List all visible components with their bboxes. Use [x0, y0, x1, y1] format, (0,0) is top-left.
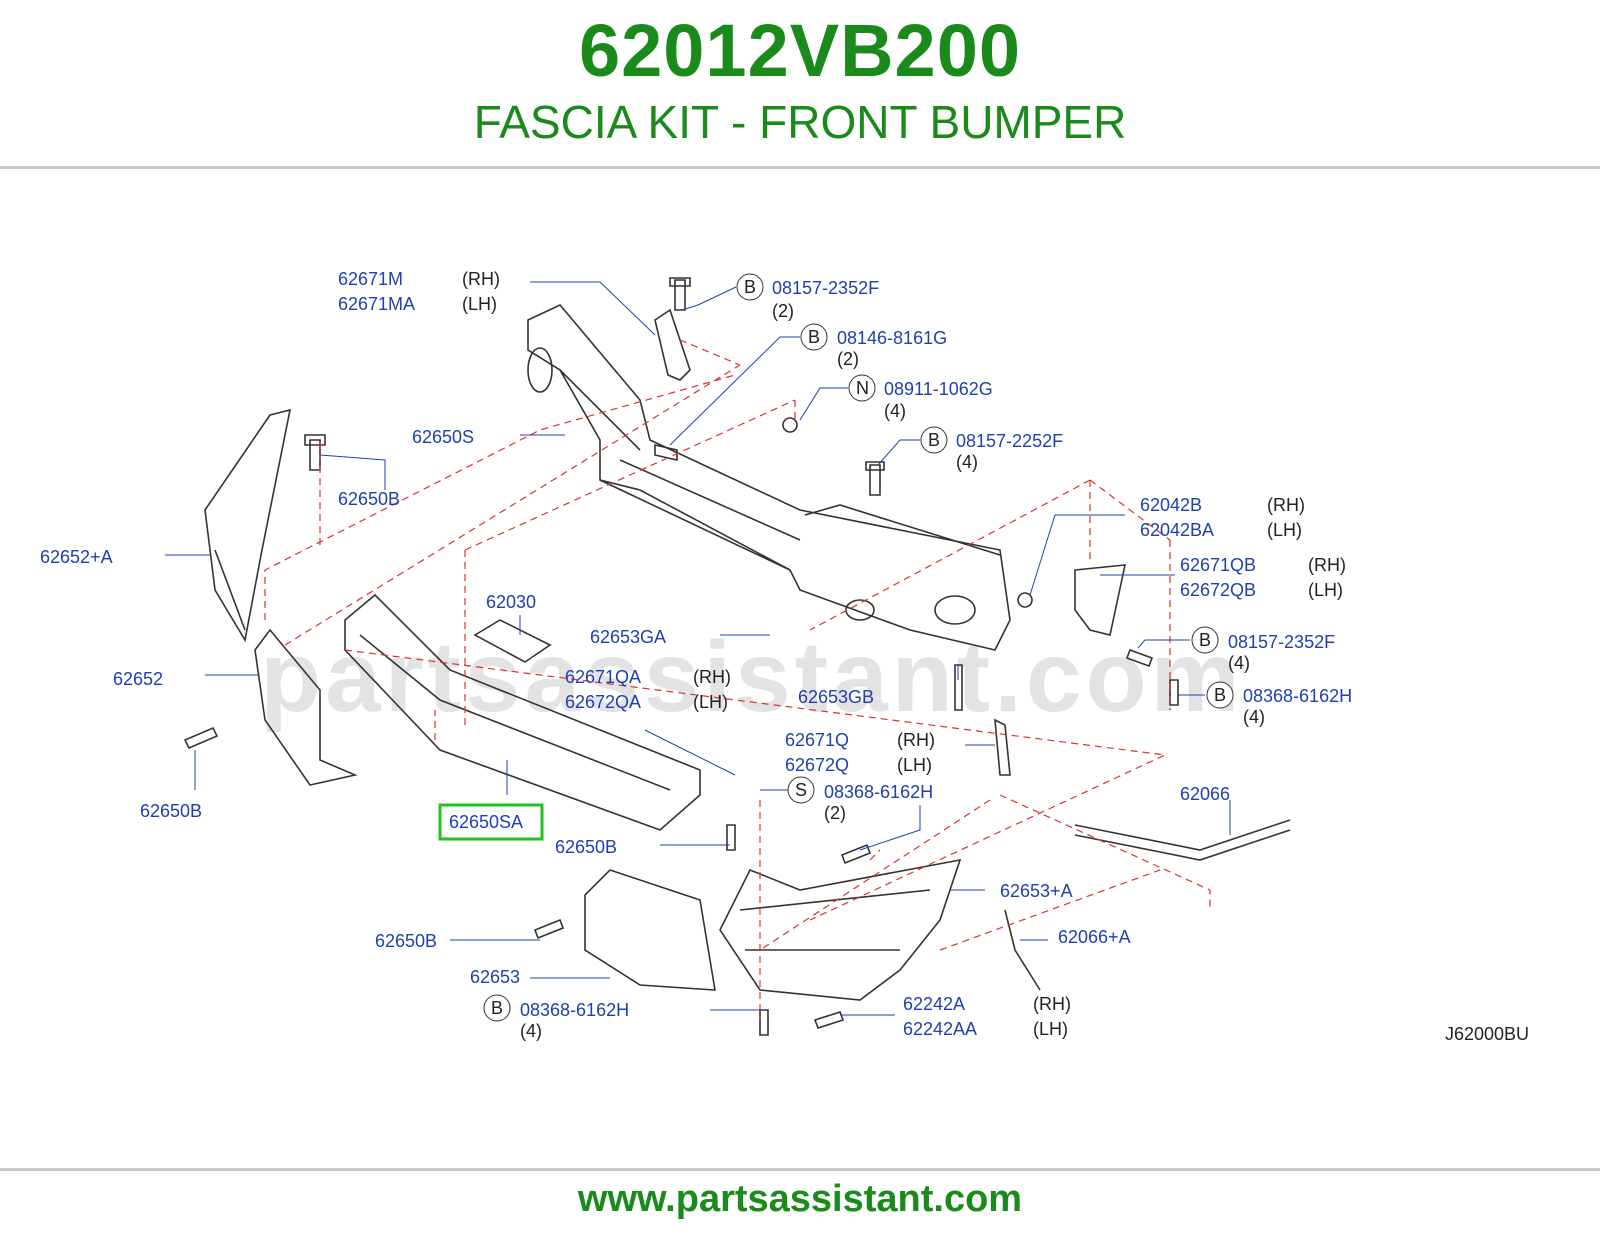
label-62066[interactable]: 62066	[1180, 784, 1230, 804]
label-62242A[interactable]: 62242A	[903, 994, 965, 1014]
label-62672Q[interactable]: 62672Q	[785, 755, 849, 775]
callout-letter: B	[808, 327, 820, 347]
label-lh: (LH)	[693, 692, 728, 712]
label-08146-8161G[interactable]: 08146-8161G	[837, 328, 947, 348]
assembly-guides	[264, 339, 1211, 1020]
label-rh: (RH)	[1267, 495, 1305, 515]
label-62671MA[interactable]: 62671MA	[338, 294, 415, 314]
label-lh: (LH)	[1308, 580, 1343, 600]
label-08157-2252F[interactable]: 08157-2252F	[956, 431, 1063, 451]
label-62242AA[interactable]: 62242AA	[903, 1019, 977, 1039]
quantity-label: (4)	[1243, 707, 1265, 727]
label-62653GB[interactable]: 62653GB	[798, 687, 874, 707]
label-62030[interactable]: 62030	[486, 592, 536, 612]
label-lh: (LH)	[1033, 1019, 1068, 1039]
label-62652-plus-a[interactable]: 62652+A	[40, 547, 113, 567]
highlight-box	[438, 803, 544, 841]
label-62671QA[interactable]: 62671QA	[565, 667, 641, 687]
callout-letter: B	[744, 277, 756, 297]
label-62066-plus-a[interactable]: 62066+A	[1058, 927, 1131, 947]
label-62042B[interactable]: 62042B	[1140, 495, 1202, 515]
callout-letter: B	[1199, 630, 1211, 650]
callout-letter: S	[795, 780, 807, 800]
label-62653[interactable]: 62653	[470, 967, 520, 987]
label-62650B[interactable]: 62650B	[555, 837, 617, 857]
label-rh: (RH)	[693, 667, 731, 687]
leader-lines	[165, 281, 1231, 1016]
label-62671QB[interactable]: 62671QB	[1180, 555, 1256, 575]
footer-divider	[0, 1168, 1600, 1171]
label-rh: (RH)	[897, 730, 935, 750]
label-08157-2352F[interactable]: 08157-2352F	[772, 278, 879, 298]
quantity-label: (4)	[520, 1021, 542, 1041]
label-lh: (LH)	[1267, 520, 1302, 540]
label-08157-2352F[interactable]: 08157-2352F	[1228, 632, 1335, 652]
header-divider	[0, 166, 1600, 169]
label-62672QB[interactable]: 62672QB	[1180, 580, 1256, 600]
label-62671Q[interactable]: 62671Q	[785, 730, 849, 750]
label-08368-6162H[interactable]: 08368-6162H	[824, 782, 933, 802]
callout-letter: B	[491, 998, 503, 1018]
label-lh: (LH)	[462, 294, 497, 314]
label-62671M[interactable]: 62671M	[338, 269, 403, 289]
label-62653-plus-a[interactable]: 62653+A	[1000, 881, 1073, 901]
label-62653GA[interactable]: 62653GA	[590, 627, 666, 647]
label-62650B[interactable]: 62650B	[375, 931, 437, 951]
quantity-label: (2)	[772, 301, 794, 321]
label-08368-6162H[interactable]: 08368-6162H	[1243, 686, 1352, 706]
label-rh: (RH)	[1308, 555, 1346, 575]
label-62650S[interactable]: 62650S	[412, 427, 474, 447]
label-rh: (RH)	[1033, 994, 1071, 1014]
part-drawings	[183, 277, 1291, 1036]
label-lh: (LH)	[897, 755, 932, 775]
footer-url[interactable]: www.partsassistant.com	[577, 1178, 1023, 1220]
label-08911-1062G[interactable]: 08911-1062G	[884, 379, 993, 399]
part-labels: 62671M (RH) 62671MA (LH) B 08157-2352F (…	[40, 269, 1529, 1044]
quantity-label: (4)	[1228, 653, 1250, 673]
label-rh: (RH)	[462, 269, 500, 289]
quantity-label: (4)	[956, 452, 978, 472]
callout-letter: B	[1214, 685, 1226, 705]
parts-diagram: 62671M (RH) 62671MA (LH) B 08157-2352F (…	[40, 269, 1529, 1044]
callout-letter: N	[856, 378, 869, 398]
callout-circles	[483, 273, 1234, 1022]
label-08368-6162H[interactable]: 08368-6162H	[520, 1000, 629, 1020]
label-62652[interactable]: 62652	[113, 669, 163, 689]
callout-letter: B	[928, 430, 940, 450]
label-62650SA[interactable]: 62650SA	[449, 812, 523, 832]
label-62650B[interactable]: 62650B	[140, 801, 202, 821]
quantity-label: (2)	[824, 803, 846, 823]
diagram-code: J62000BU	[1445, 1024, 1529, 1044]
label-62650B[interactable]: 62650B	[338, 489, 400, 509]
quantity-label: (2)	[837, 349, 859, 369]
part-number-title: 62012VB200	[578, 9, 1022, 92]
label-62042BA[interactable]: 62042BA	[1140, 520, 1214, 540]
quantity-label: (4)	[884, 401, 906, 421]
part-subtitle: FASCIA KIT - FRONT BUMPER	[473, 96, 1127, 148]
label-62672QA[interactable]: 62672QA	[565, 692, 641, 712]
watermark: partsassistant.com	[260, 621, 1244, 733]
